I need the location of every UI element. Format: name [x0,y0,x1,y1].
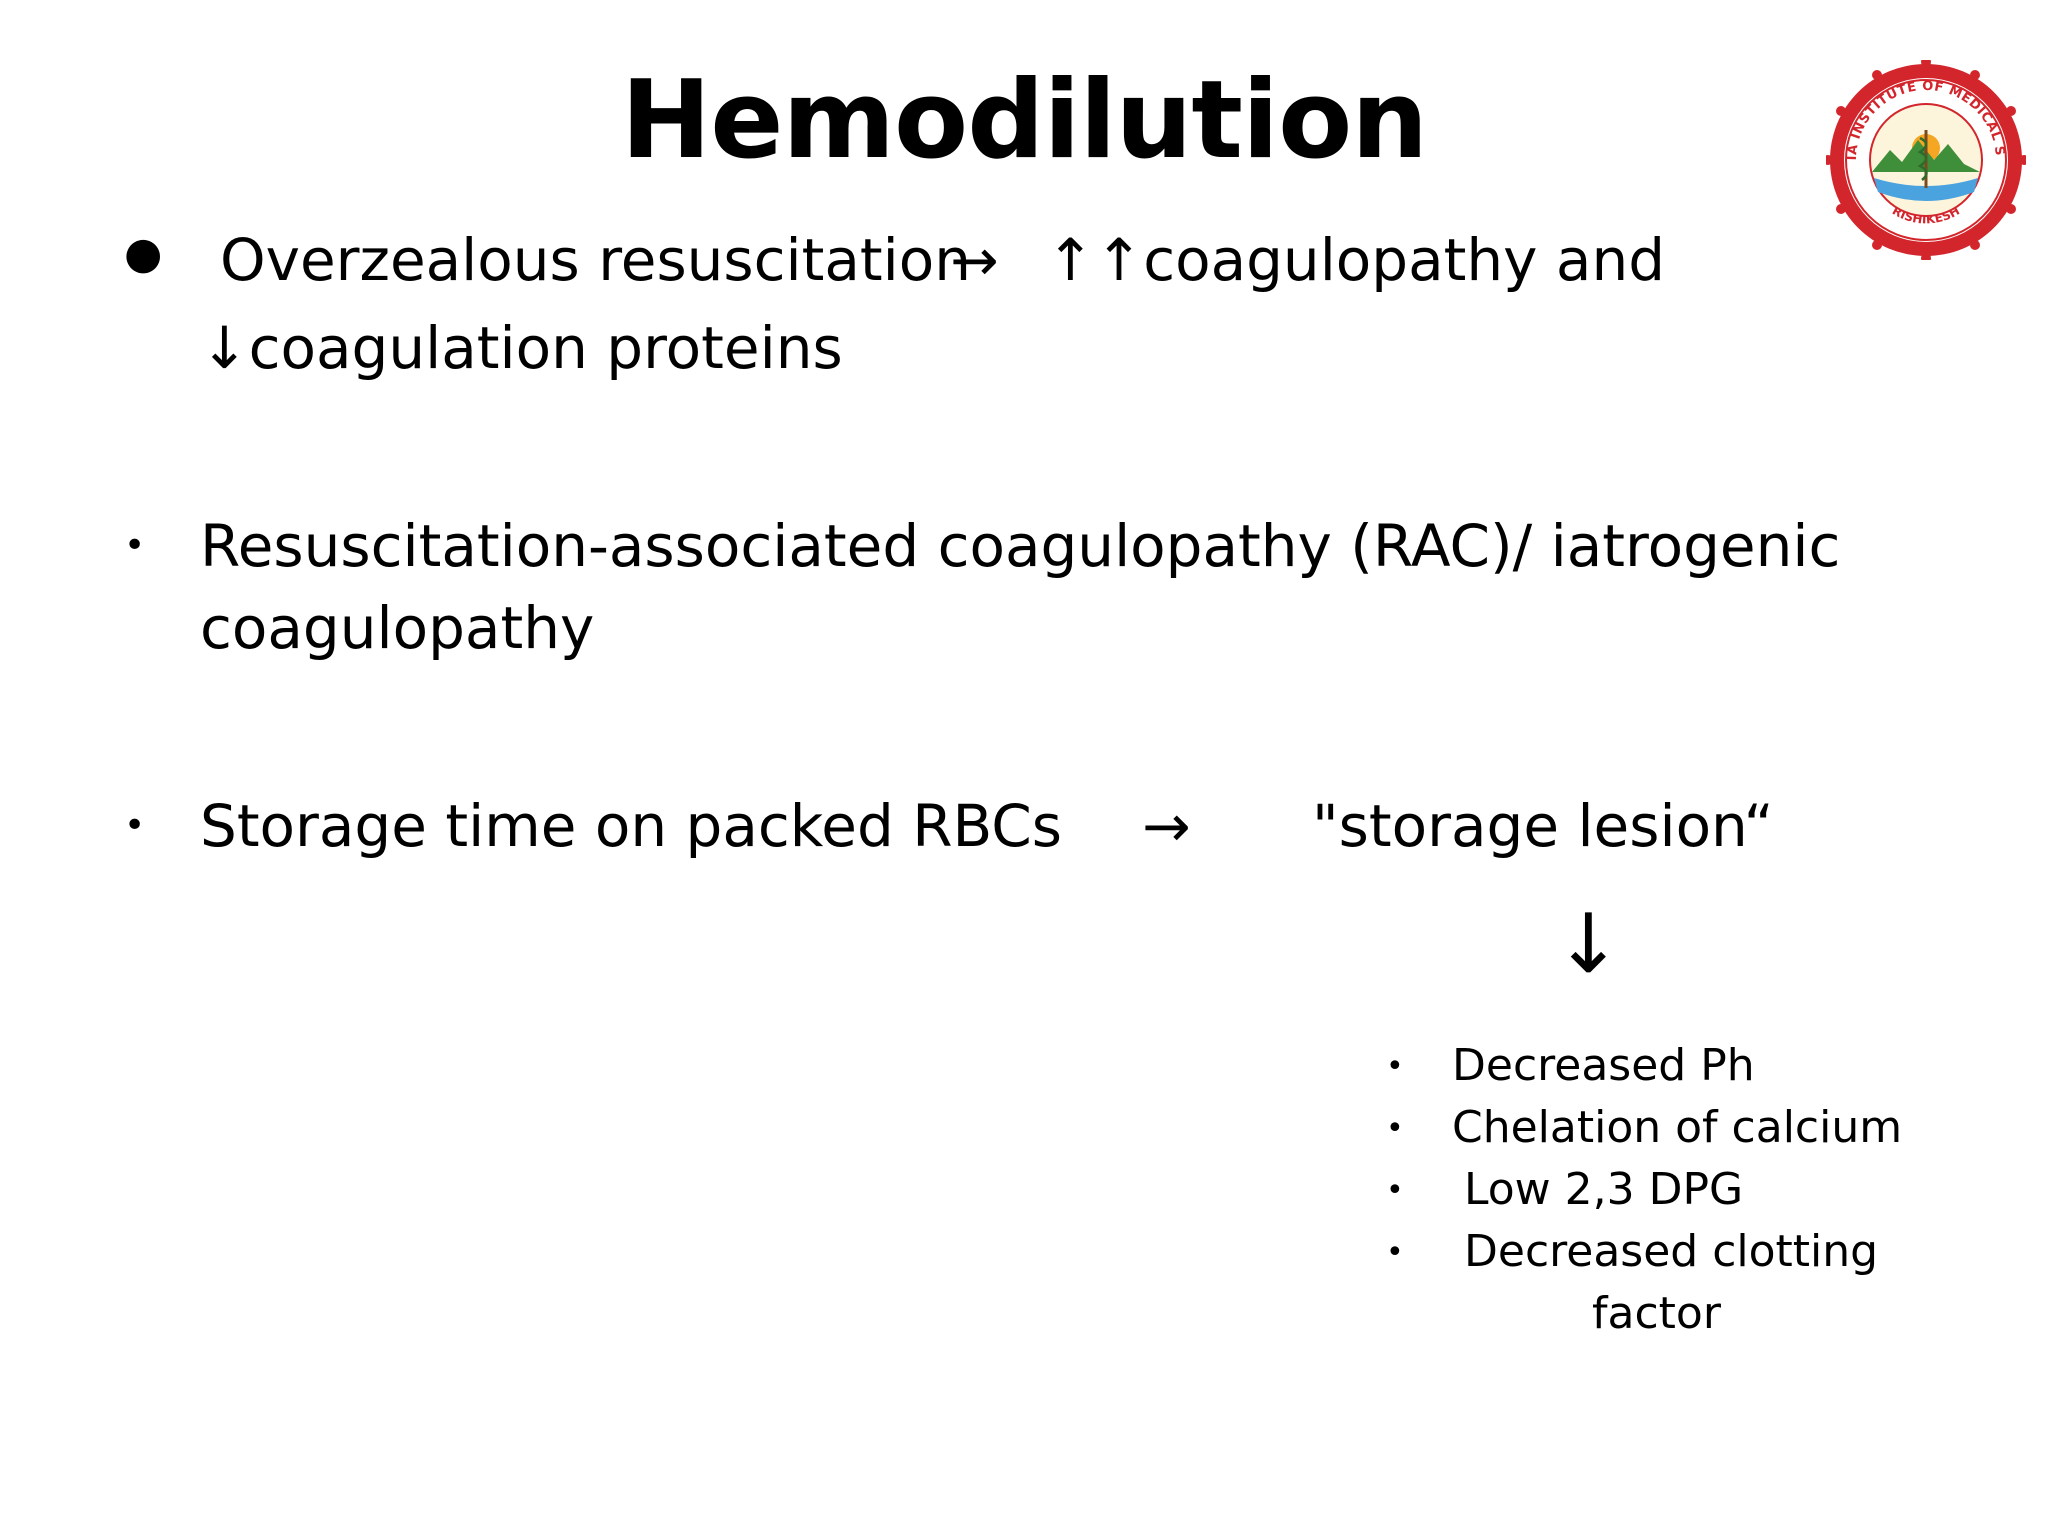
down-arrow-icon: ↓ [1554,897,1623,992]
sub-bullet-dot: • [1386,1049,1404,1084]
sub-bullet-3: Low 2,3 DPG [1464,1164,1744,1215]
sub-bullet-dot: • [1386,1235,1404,1270]
right-arrow-icon: → [950,226,999,294]
serpent-icon [1917,136,1928,181]
bullet-dot: • [124,525,146,566]
bullet-dot: • [124,805,146,846]
bullet-2-line-1: Resuscitation-associated coagulopathy (R… [200,512,1841,580]
right-arrow-icon: → [1142,792,1191,860]
river-icon [1874,178,1978,201]
bullet-2-line-2: coagulopathy [200,594,595,662]
bullet-dot: ● [124,228,163,279]
bullet-1-line-2: ↓coagulation proteins [200,314,843,382]
bullet-1-line-1b: ↑↑coagulopathy and [1046,226,1666,294]
sub-bullet-dot: • [1386,1111,1404,1146]
bullet-1-line-1a: Overzealous resuscitation [220,226,972,294]
sub-bullet-4: Decreased clotting [1464,1226,1879,1277]
sub-bullet-1: Decreased Ph [1452,1040,1755,1091]
aiims-logo: ALL INDIA INSTITUTE OF MEDICAL SCIENCES … [1826,60,2026,260]
slide-title: Hemodilution [620,58,1428,183]
bullet-3-text: Storage time on packed RBCs [200,792,1063,860]
logo-ring-teeth [1826,60,2026,260]
bullet-3-result: "storage lesion“ [1312,792,1774,860]
sub-bullet-2: Chelation of calcium [1452,1102,1903,1153]
sub-bullet-4-cont: factor [1592,1288,1721,1339]
sub-bullet-dot: • [1386,1173,1404,1208]
